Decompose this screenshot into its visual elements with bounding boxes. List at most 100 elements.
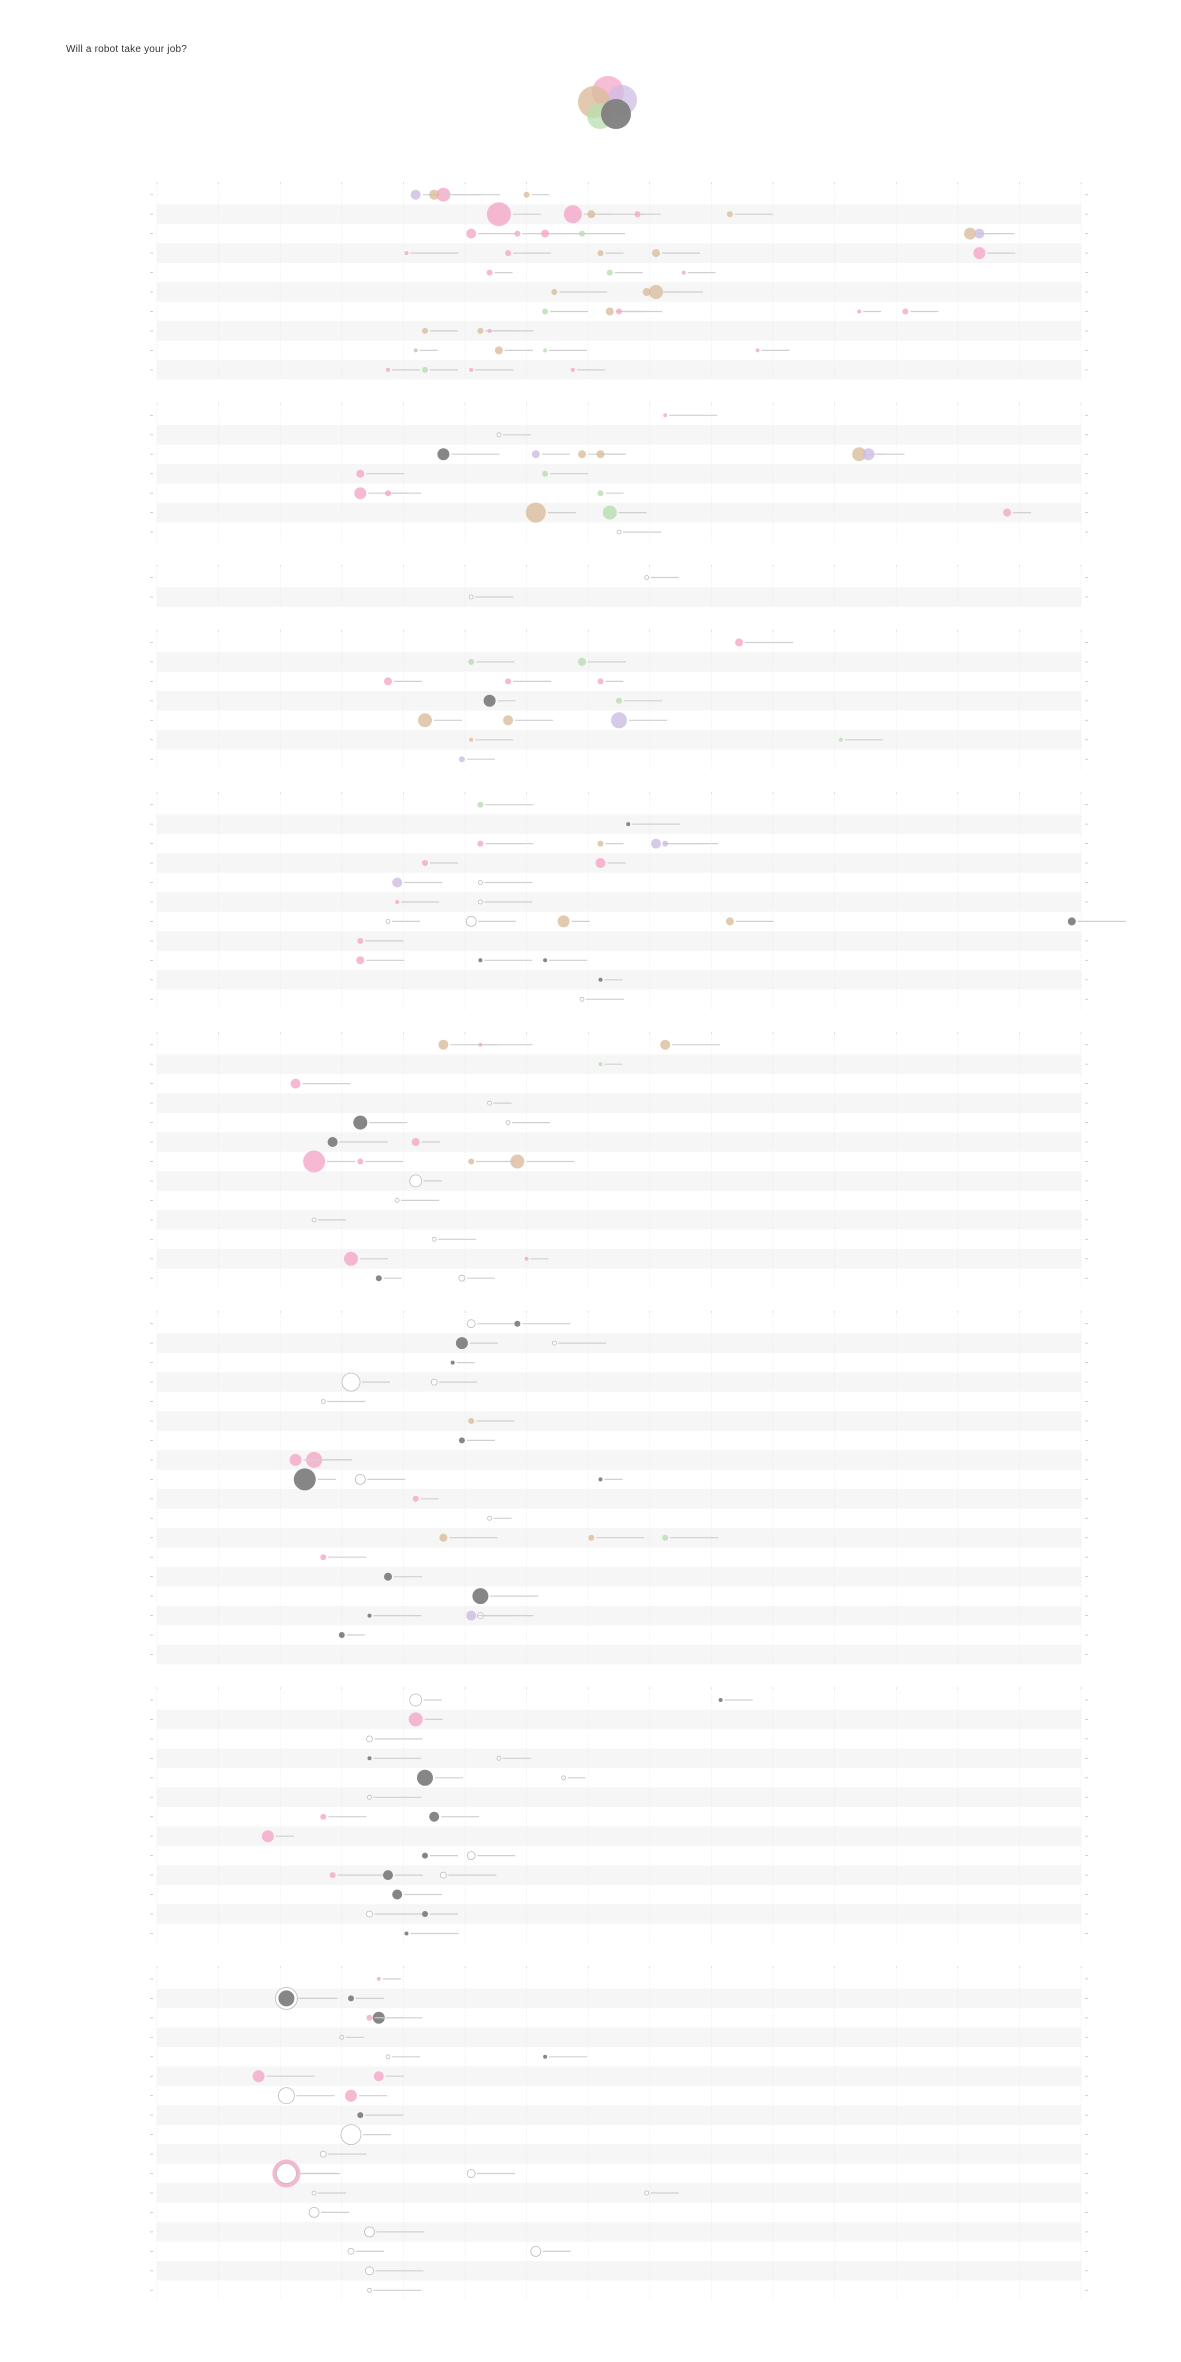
row-stripe xyxy=(157,1210,1081,1230)
occupation-bubble xyxy=(561,1775,566,1781)
occupation-bubble xyxy=(439,1871,447,1879)
occupation-bubble xyxy=(523,191,530,198)
occupation-bubble xyxy=(570,367,575,372)
row-stripe xyxy=(157,1489,1081,1509)
occupation-bubble xyxy=(327,1137,338,1147)
occupation-bubble xyxy=(348,1995,354,2002)
occupation-bubble xyxy=(597,678,604,685)
occupation-bubble xyxy=(1003,508,1012,517)
occupation-bubble xyxy=(487,1100,493,1106)
occupation-bubble xyxy=(735,638,744,647)
occupation-bubble xyxy=(320,1813,327,1820)
occupation-bubble xyxy=(290,1078,301,1089)
occupation-bubble xyxy=(413,348,418,353)
occupation-bubble xyxy=(579,996,585,1002)
occupation-bubble xyxy=(514,230,521,237)
row-stripe xyxy=(157,1171,1081,1191)
row-stripe xyxy=(157,1333,1081,1353)
row-stripe xyxy=(157,2222,1081,2242)
row-stripe xyxy=(157,2183,1081,2203)
occupation-bubble xyxy=(587,210,596,219)
occupation-bubble xyxy=(408,1712,423,1727)
occupation-bubble xyxy=(543,348,548,353)
occupation-bubble xyxy=(458,756,465,763)
row-stripe xyxy=(157,1605,1081,1626)
row-stripe xyxy=(157,2261,1081,2281)
occupation-bubble xyxy=(478,1042,483,1047)
occupation-bubble xyxy=(530,2245,542,2257)
occupation-bubble xyxy=(311,2190,317,2196)
occupation-bubble xyxy=(663,413,668,418)
occupation-bubble xyxy=(344,1251,358,1266)
occupation-bubble xyxy=(410,189,421,200)
occupation-bubble xyxy=(277,2087,295,2105)
page-title: Will a robot take your job? xyxy=(66,44,188,55)
occupation-bubble xyxy=(543,2054,548,2059)
row-stripe xyxy=(157,1644,1081,1665)
occupation-bubble xyxy=(477,840,484,847)
occupation-bubble xyxy=(579,230,585,237)
occupation-bubble xyxy=(320,1554,327,1561)
occupation-bubble xyxy=(1067,917,1076,926)
occupation-bubble xyxy=(838,737,843,742)
occupation-bubble xyxy=(347,2247,355,2255)
occupation-bubble xyxy=(662,840,669,847)
occupation-bubble xyxy=(466,2169,476,2178)
row-stripe xyxy=(157,2066,1081,2086)
row-stripe xyxy=(157,814,1081,834)
occupation-bubble xyxy=(660,1039,671,1050)
occupation-bubble xyxy=(477,327,484,334)
occupation-bubble xyxy=(356,469,365,478)
occupation-bubble xyxy=(367,2287,372,2293)
occupation-bubble xyxy=(422,1852,428,1859)
occupation-bubble xyxy=(375,1275,382,1282)
row-stripe xyxy=(157,464,1081,484)
occupation-bubble xyxy=(514,1320,521,1327)
occupation-bubble xyxy=(385,490,391,497)
row-stripe xyxy=(157,1249,1081,1269)
occupation-bubble xyxy=(468,594,474,600)
occupation-bubble xyxy=(319,2150,327,2158)
occupation-bubble xyxy=(477,899,483,905)
occupation-bubble xyxy=(611,712,627,729)
occupation-bubble xyxy=(466,228,477,239)
occupation-bubble xyxy=(494,346,503,355)
occupation-bubble xyxy=(469,737,474,742)
occupation-bubble xyxy=(681,270,686,275)
occupation-bubble xyxy=(542,308,549,315)
occupation-bubble xyxy=(275,2163,297,2184)
row-stripe xyxy=(157,1748,1081,1769)
occupation-bubble xyxy=(468,658,475,665)
occupation-bubble xyxy=(468,1158,475,1165)
occupation-bubble xyxy=(252,2070,265,2083)
occupation-bubble xyxy=(466,1319,476,1329)
row-stripe xyxy=(157,1865,1081,1885)
occupation-bubble xyxy=(439,1533,448,1542)
occupation-bubble xyxy=(303,1150,326,1173)
occupation-bubble xyxy=(505,678,512,685)
occupation-bubble xyxy=(411,1138,420,1146)
row-stripe xyxy=(157,282,1081,302)
occupation-bubble xyxy=(483,694,496,707)
occupation-bubble xyxy=(503,715,514,726)
occupation-bubble xyxy=(357,2112,364,2119)
occupation-bubble xyxy=(354,1474,366,1485)
occupation-bubble xyxy=(458,1437,465,1444)
occupation-bubble xyxy=(606,269,613,276)
occupation-bubble xyxy=(718,1698,723,1702)
occupation-bubble xyxy=(652,249,660,258)
row-stripe xyxy=(157,2105,1081,2125)
occupation-bubble xyxy=(505,1120,511,1125)
occupation-bubble xyxy=(496,432,502,438)
occupation-bubble xyxy=(329,1872,336,1879)
occupation-bubble xyxy=(616,308,622,315)
occupation-bubble xyxy=(469,367,474,372)
occupation-bubble xyxy=(455,1337,468,1350)
row-stripe xyxy=(157,2027,1081,2048)
venn-legend xyxy=(578,76,637,129)
occupation-bubble xyxy=(345,2089,357,2102)
occupation-bubble xyxy=(338,1632,345,1638)
occupation-bubble xyxy=(616,697,622,704)
occupation-bubble xyxy=(557,915,570,928)
